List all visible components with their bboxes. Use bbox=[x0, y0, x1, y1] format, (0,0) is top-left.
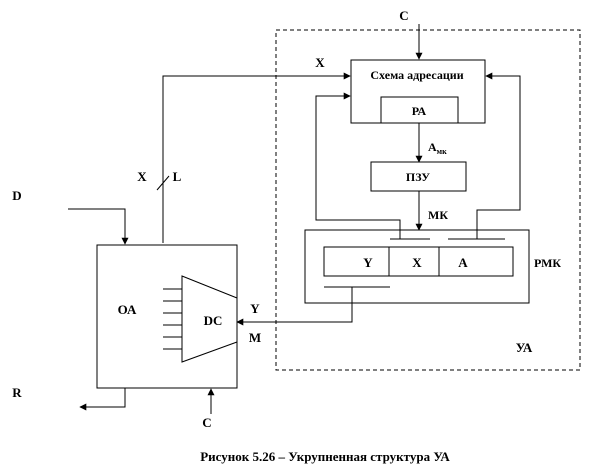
r-output-label: R bbox=[12, 385, 22, 400]
l-left-label: L bbox=[173, 169, 182, 184]
x-left-label: X bbox=[137, 169, 147, 184]
rmk-x-label: X bbox=[412, 255, 422, 270]
x-bus-slash bbox=[156, 175, 170, 191]
d-input-label: D bbox=[12, 188, 21, 203]
a-field-feedback bbox=[476, 72, 521, 239]
rom-label: ПЗУ bbox=[406, 170, 430, 184]
rmk-label: РМК bbox=[534, 256, 561, 270]
ra-register bbox=[380, 96, 459, 124]
y-out-label: Y bbox=[250, 301, 260, 316]
r-output-wire bbox=[79, 388, 126, 411]
ra-label: РА bbox=[412, 104, 427, 118]
oa-label: ОА bbox=[118, 302, 137, 317]
c-bottom-label: C bbox=[202, 415, 211, 430]
x-feedback-wire bbox=[162, 72, 351, 243]
a-mk-label: Амк bbox=[428, 140, 447, 156]
dc-label: DC bbox=[204, 313, 223, 328]
rmk-a-label: A bbox=[458, 255, 468, 270]
addressing-scheme-label: Схема адресации bbox=[370, 68, 463, 82]
mk-label: МК bbox=[428, 208, 448, 222]
m-out-label: M bbox=[249, 330, 261, 345]
decoder-block bbox=[181, 275, 238, 363]
x-top-label: X bbox=[315, 55, 325, 70]
rmk-field-y bbox=[323, 246, 390, 277]
rmk-y-label: Y bbox=[363, 255, 373, 270]
c-top-label: C bbox=[399, 8, 408, 23]
rom-block bbox=[370, 161, 467, 192]
d-input-wire bbox=[68, 208, 129, 245]
ua-label: УА bbox=[516, 340, 533, 355]
y-to-dc-wire bbox=[236, 287, 353, 326]
x-field-feedback bbox=[315, 92, 401, 239]
figure-caption: Рисунок 5.26 – Укрупненная структура УА bbox=[200, 449, 450, 464]
rmk-field-a bbox=[438, 246, 514, 277]
